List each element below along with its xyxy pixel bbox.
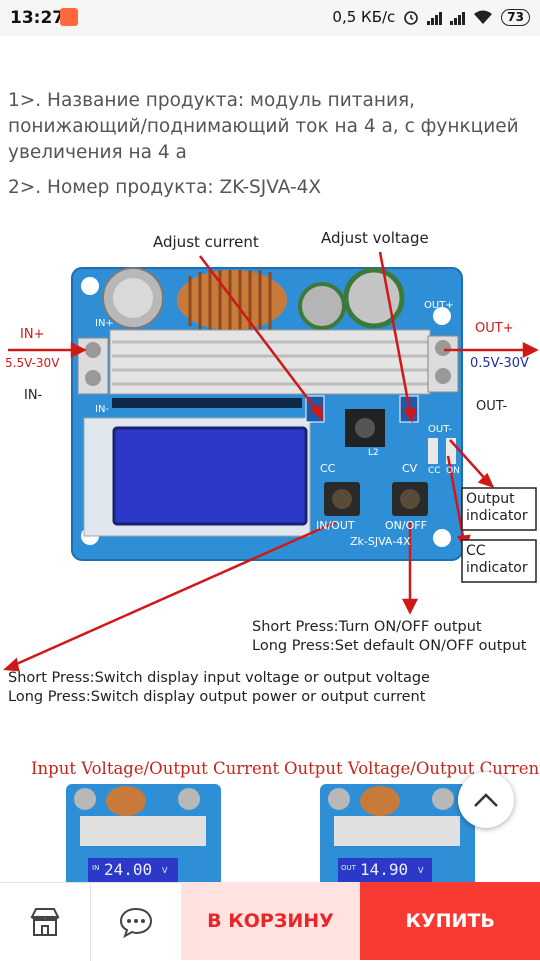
- label-in-voltage: 5.5V-30V: [4, 356, 61, 370]
- label-output-indicator: Output indicator: [466, 491, 528, 524]
- label-in-plus: IN+: [20, 327, 45, 342]
- notification-app-icon: [60, 8, 78, 26]
- onoff-long-press: Long Press:Set default ON/OFF output: [252, 638, 527, 654]
- silk-model: Zk-SJVA-4X: [350, 535, 411, 548]
- silk-in-minus: IN-: [95, 404, 110, 415]
- silk-out-minus: OUT-: [428, 424, 452, 435]
- thumb-tag-output: OUT: [341, 864, 356, 872]
- thumb-unit-input: V: [162, 866, 168, 875]
- onoff-short-press: Short Press:Turn ON/OFF output: [252, 619, 482, 635]
- network-speed: 0,5 КБ/с: [332, 8, 396, 26]
- chat-button[interactable]: [89, 882, 181, 961]
- label-cc-indicator: CC indicator: [466, 543, 528, 576]
- add-to-cart-button[interactable]: В КОРЗИНУ: [180, 882, 361, 960]
- product-diagram: Adjust current Adjust voltage IN+ 5.5V-3…: [0, 226, 540, 726]
- signal-icon-1: [427, 10, 443, 25]
- signal-icon-2: [450, 10, 466, 25]
- wifi-icon: [474, 10, 493, 24]
- battery-indicator: 73: [501, 8, 530, 26]
- label-adjust-voltage: Adjust voltage: [321, 229, 429, 247]
- thumb-title-input: Input Voltage/Output Current: [31, 759, 280, 778]
- chat-icon: [119, 907, 152, 938]
- silk-on: ON: [446, 466, 460, 476]
- module-board-image: [3, 251, 539, 672]
- status-indicators: 0,5 КБ/с 73: [332, 8, 530, 26]
- inout-short-press: Short Press:Switch display input voltage…: [8, 670, 430, 686]
- label-adjust-current: Adjust current: [153, 233, 259, 251]
- bottom-action-bar: В КОРЗИНУ КУПИТЬ: [0, 882, 540, 961]
- silk-in-plus: IN+: [95, 318, 114, 329]
- silk-l2: L2: [368, 448, 379, 458]
- label-out-plus: OUT+: [475, 321, 514, 336]
- label-in-minus: IN-: [24, 388, 43, 403]
- scroll-to-top-button[interactable]: [458, 772, 514, 828]
- thumb-display-input: 24.00: [104, 860, 153, 879]
- silk-out-plus: OUT+: [424, 300, 454, 311]
- status-time: 13:27: [10, 8, 65, 28]
- thumb-title-output: Output Voltage/Output Current: [284, 759, 540, 778]
- silk-in-out: IN/OUT: [316, 519, 355, 532]
- label-out-voltage: 0.5V-30V: [470, 356, 529, 371]
- thumb-image-input: IN 24.00 V: [66, 784, 221, 884]
- silk-cv: CV: [402, 462, 418, 475]
- silk-cc-led: CC: [428, 466, 441, 476]
- store-button[interactable]: [0, 882, 90, 961]
- product-name-text: 1>. Название продукта: модуль питания, п…: [8, 90, 519, 163]
- thumb-display-output: 14.90: [360, 860, 409, 879]
- product-number-text: 2>. Номер продукта: ZK-SJVA-4X: [8, 177, 322, 198]
- store-icon: [30, 908, 60, 936]
- buy-now-button[interactable]: КУПИТЬ: [360, 882, 540, 960]
- silk-on-off: ON/OFF: [385, 519, 427, 532]
- alarm-icon: [404, 11, 419, 25]
- status-bar: 13:27 0,5 КБ/с 73: [0, 0, 540, 36]
- inout-long-press: Long Press:Switch display output power o…: [8, 689, 426, 705]
- chevron-up-icon: [474, 793, 498, 807]
- thumb-image-output: OUT 14.90 V: [320, 784, 475, 884]
- label-out-minus: OUT-: [476, 399, 508, 414]
- thumb-tag-input: IN: [92, 864, 100, 872]
- thumb-unit-output: V: [418, 866, 424, 875]
- silk-cc: CC: [320, 462, 336, 475]
